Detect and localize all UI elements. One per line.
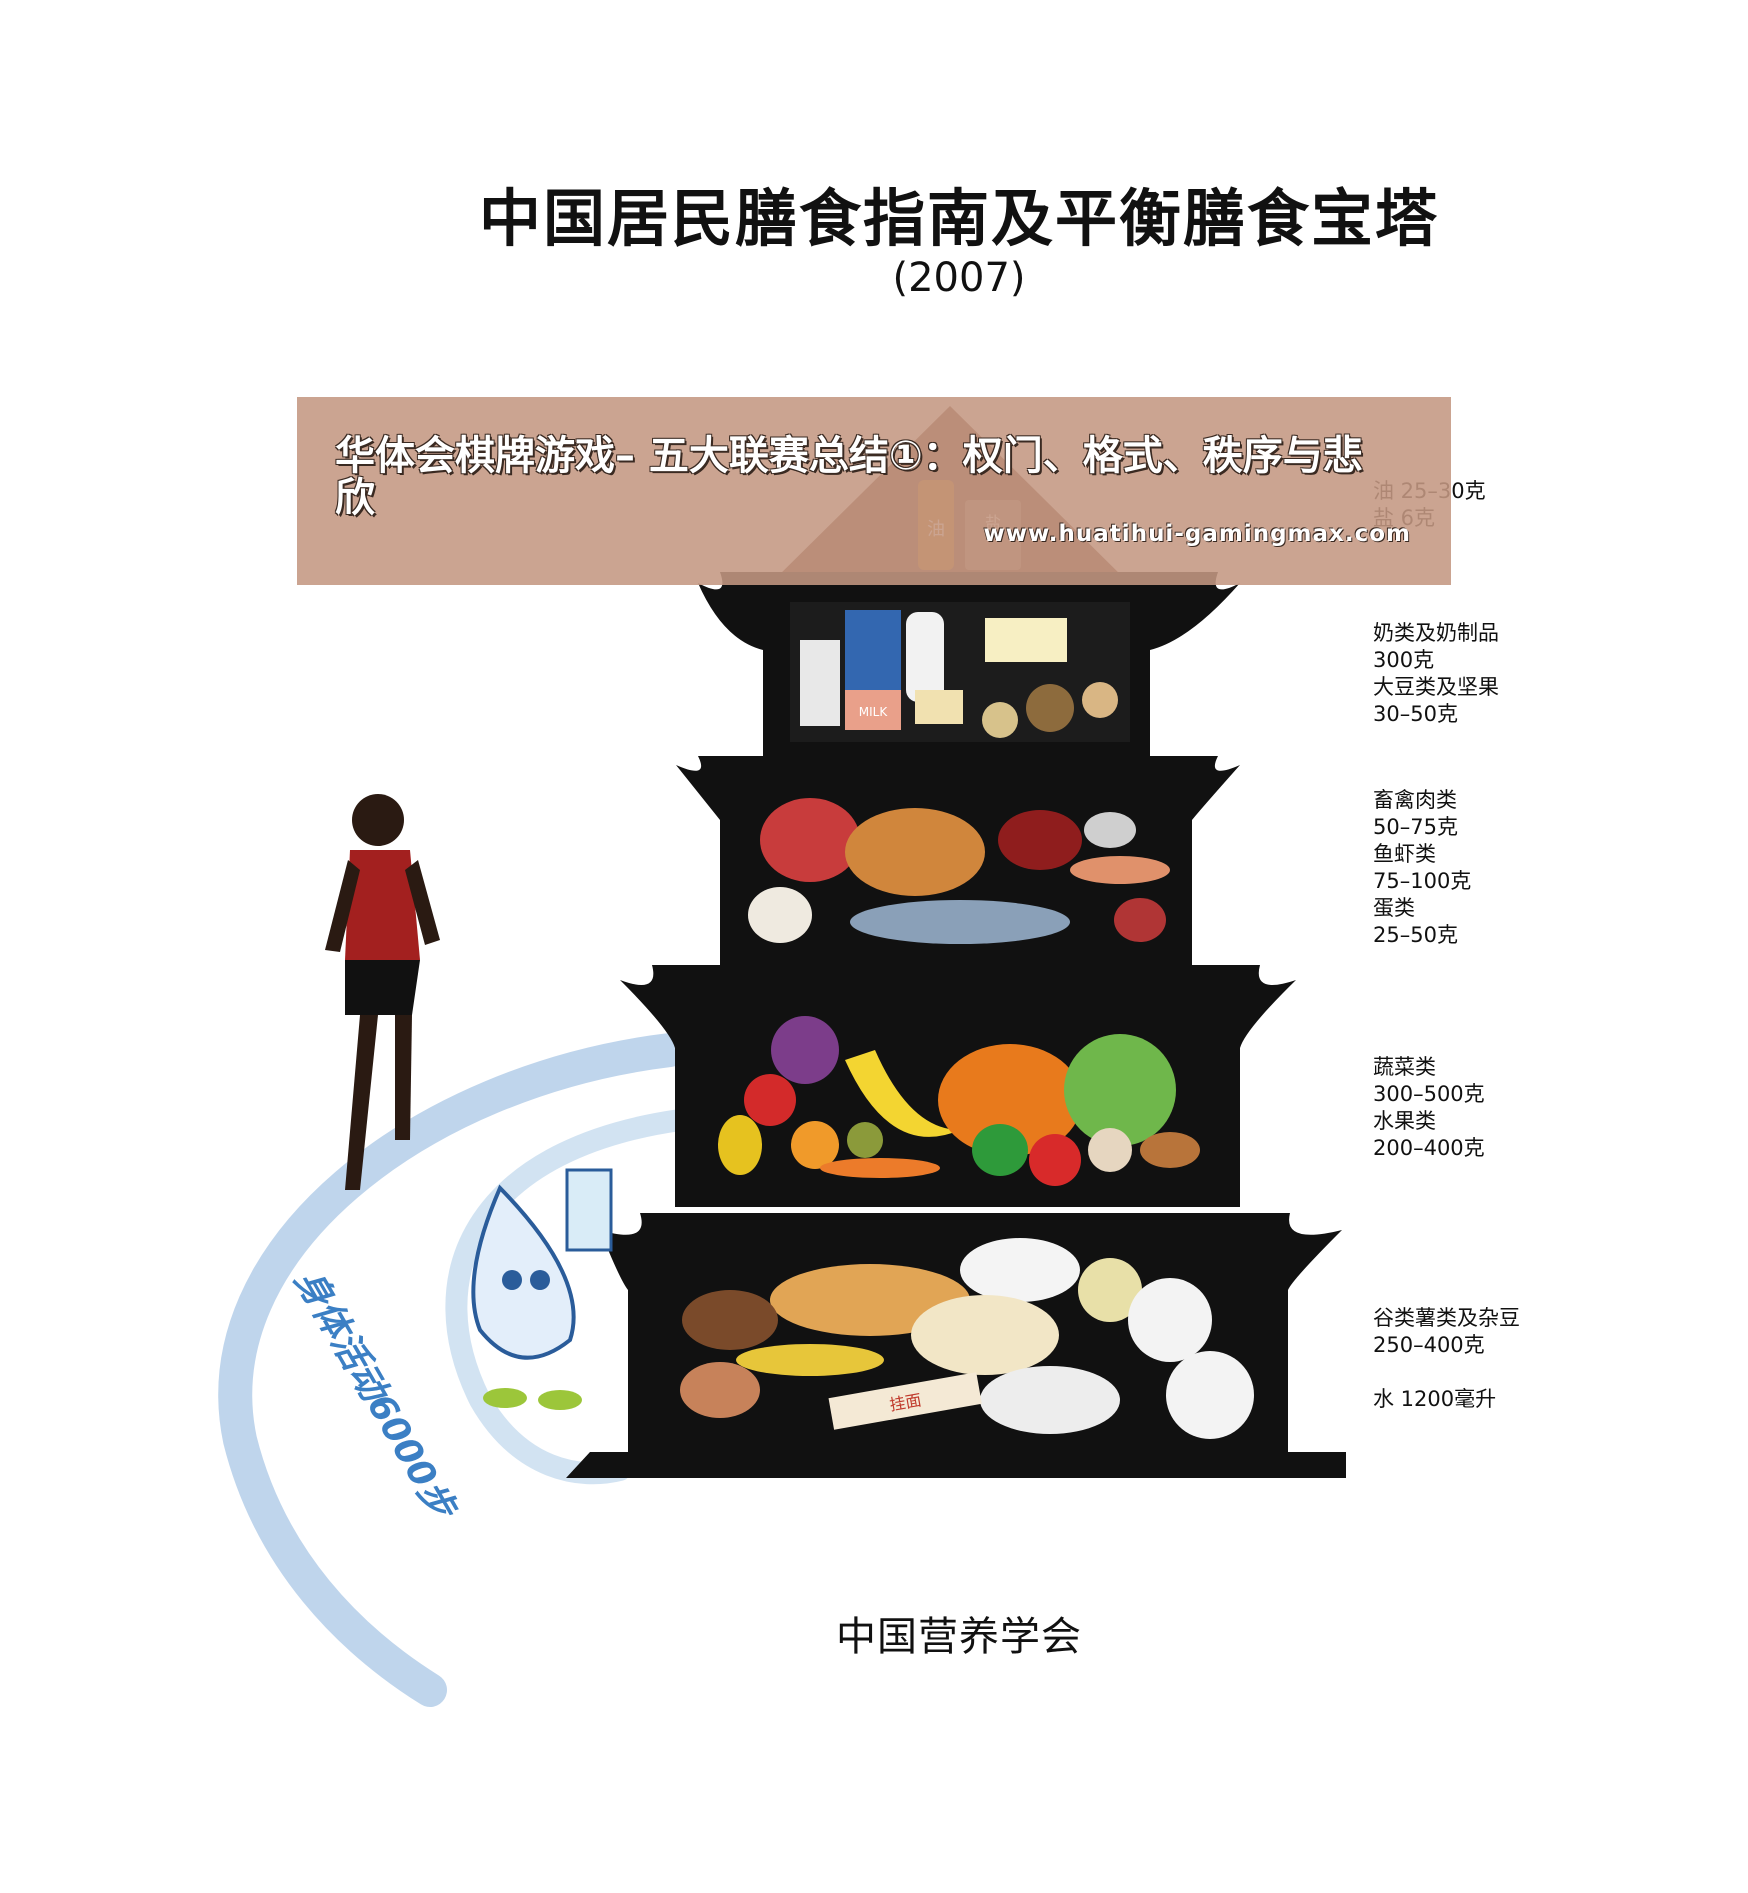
level-label-dairy: 奶类及奶制品 300克 大豆类及坚果 30–50克: [1373, 621, 1499, 726]
water-drop-mascot: [471, 1168, 613, 1410]
steak-icon: [998, 810, 1082, 870]
milk-box-label: MILK: [859, 705, 889, 719]
walking-path-inner: [445, 1109, 691, 1485]
clam-icon: [1084, 812, 1136, 848]
noodle-pack-icon: [828, 1372, 982, 1430]
level-label-vegetables: 蔬菜类 300–500克 水果类 200–400克: [1373, 1055, 1485, 1160]
apple-icon: [744, 1074, 796, 1126]
beans-icon: [680, 1362, 760, 1418]
orange-icon: [791, 1121, 839, 1169]
egg-icon: [748, 887, 812, 943]
grapes-icon: [771, 1016, 839, 1084]
pumpkin-icon: [938, 1044, 1082, 1156]
level-label-grains-water: 谷类薯类及杂豆 250–400克 水 1200毫升: [1373, 1306, 1520, 1411]
pagoda-base: [566, 1452, 1346, 1478]
runner-figure: [325, 794, 440, 1190]
milk-glass-icon: [800, 640, 840, 726]
sweet-potato-icon: [1140, 1132, 1200, 1168]
carrot-icon: [820, 1158, 940, 1178]
pepper-icon: [972, 1124, 1028, 1176]
crayfish-icon: [1114, 898, 1166, 942]
milk-bottle-icon: [906, 612, 944, 702]
overlay-banner[interactable]: 华体会棋牌游戏– 五大联赛总结①：权门、格式、秩序与悲欣 www.huatihu…: [297, 397, 1451, 585]
rice-bowl-icon: [960, 1238, 1080, 1302]
dumplings-icon: [980, 1366, 1120, 1434]
footer-organization: 中国营养学会: [836, 1614, 1082, 1660]
cabbage-icon: [1064, 1034, 1176, 1146]
kiwi-icon: [847, 1122, 883, 1158]
noodles-icon: [911, 1295, 1059, 1375]
walking-path: [218, 1033, 687, 1707]
banner-title[interactable]: 华体会棋牌游戏– 五大联赛总结①：权门、格式、秩序与悲欣: [335, 433, 1363, 521]
potato-icon: [1078, 1258, 1142, 1322]
level-label-meat: 畜禽肉类 50–75克 鱼虾类 75–100克 蛋类 25–50克: [1373, 788, 1472, 947]
roast-chicken-icon: [845, 808, 985, 896]
soybean-icon: [982, 702, 1018, 738]
banana-icon: [845, 1050, 960, 1137]
poster-year: (2007): [892, 255, 1026, 301]
fish-icon: [850, 900, 1070, 944]
mushroom-icon: [1088, 1128, 1132, 1172]
banner-url-link[interactable]: www.huatihui-gamingmax.com: [983, 521, 1411, 547]
cheese-icon: [915, 690, 963, 724]
steamed-bun-icon: [1128, 1278, 1212, 1362]
tomato-icon: [1029, 1134, 1081, 1186]
shrimp-icon: [1070, 856, 1170, 884]
bread-icon: [682, 1290, 778, 1350]
walnut-icon: [1026, 684, 1074, 732]
poster-title: 中国居民膳食指南及平衡膳食宝塔: [478, 182, 1439, 255]
pear-icon: [718, 1115, 762, 1175]
steamed-bun-2-icon: [1166, 1351, 1254, 1439]
peanut-icon: [1082, 682, 1118, 718]
corn-icon: [736, 1344, 884, 1376]
tofu-icon: [985, 618, 1067, 662]
sliced-meat-icon: [760, 798, 860, 882]
milk-box-icon: [845, 690, 901, 730]
